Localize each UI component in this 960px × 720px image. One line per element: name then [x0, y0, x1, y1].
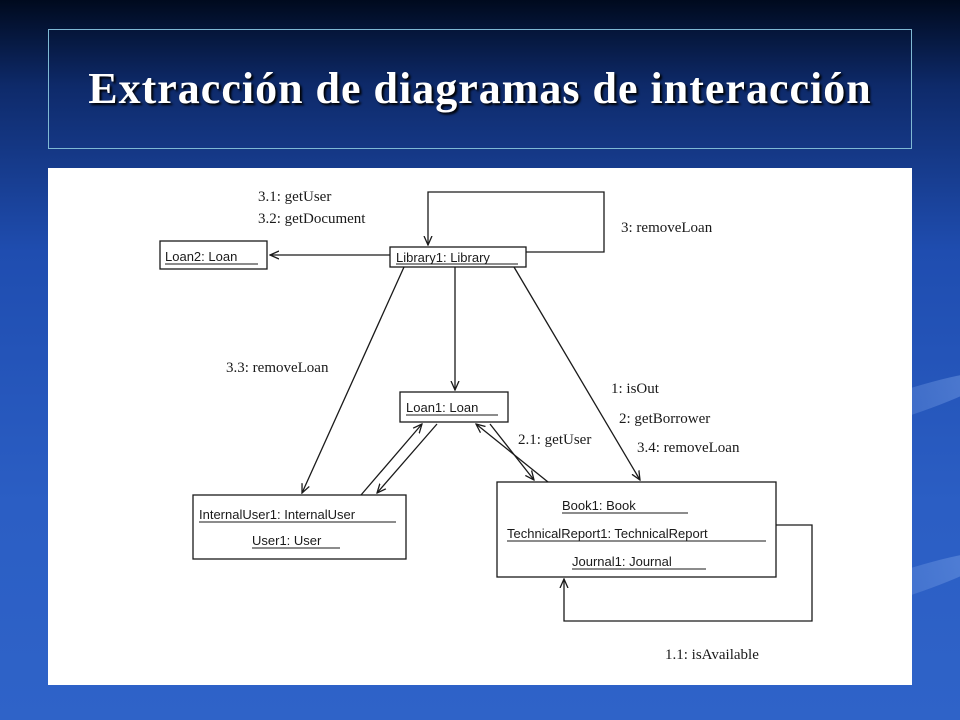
object-loan1: Loan1: Loan: [399, 391, 509, 423]
object-loan2: Loan2: Loan: [159, 240, 268, 270]
message-remove-loan-3-3: 3.3: removeLoan: [226, 360, 329, 376]
self-link-documents-isavailable: [564, 524, 813, 622]
message-get-user-2-1: 2.1: getUser: [518, 432, 591, 448]
link-loan1-to-documents: [489, 423, 534, 480]
message-remove-loan-3-4: 3.4: removeLoan: [637, 440, 740, 456]
object-user-group-box: [192, 494, 407, 560]
object-document-group: Book1: Book TechnicalReport1: TechnicalR…: [496, 481, 777, 578]
object-internal-user-label: InternalUser1: InternalUser: [199, 507, 356, 522]
message-get-document-3-2: 3.2: getDocument: [258, 211, 366, 227]
link-library-to-internaluser: [302, 266, 405, 493]
object-book-label: Book1: Book: [562, 498, 636, 513]
object-library-box: [389, 246, 527, 268]
link-library-to-documents: [513, 266, 640, 480]
message-is-out-1: 1: isOut: [611, 381, 660, 397]
object-library-label: Library1: Library: [396, 250, 490, 265]
collaboration-diagram-panel: Library1: Library Loan2: Loan Loan1: Loa…: [48, 168, 912, 685]
slide-title: Extracción de diagramas de interacción: [88, 64, 872, 113]
object-user-label: User1: User: [252, 533, 322, 548]
link-internaluser-to-loan1: [360, 424, 422, 496]
message-remove-loan-3: 3: removeLoan: [621, 220, 713, 236]
object-library: Library1: Library: [389, 246, 527, 268]
message-is-available-1-1: 1.1: isAvailable: [665, 647, 759, 663]
object-document-group-box: [496, 481, 777, 578]
slide-title-box: Extracción de diagramas de interacción: [48, 29, 912, 149]
object-loan1-label: Loan1: Loan: [406, 400, 478, 415]
message-get-user-3-1: 3.1: getUser: [258, 189, 331, 205]
object-loan2-label: Loan2: Loan: [165, 249, 237, 264]
object-journal-label: Journal1: Journal: [572, 554, 672, 569]
collaboration-diagram: Library1: Library Loan2: Loan Loan1: Loa…: [159, 189, 813, 663]
object-user-group: InternalUser1: InternalUser User1: User: [192, 494, 407, 560]
object-loan1-box: [399, 391, 509, 423]
object-technical-report-label: TechnicalReport1: TechnicalReport: [507, 526, 708, 541]
message-get-borrower-2: 2: getBorrower: [619, 411, 710, 427]
link-loan1-to-internaluser: [377, 423, 438, 493]
self-link-library-removeloan: [428, 191, 605, 253]
